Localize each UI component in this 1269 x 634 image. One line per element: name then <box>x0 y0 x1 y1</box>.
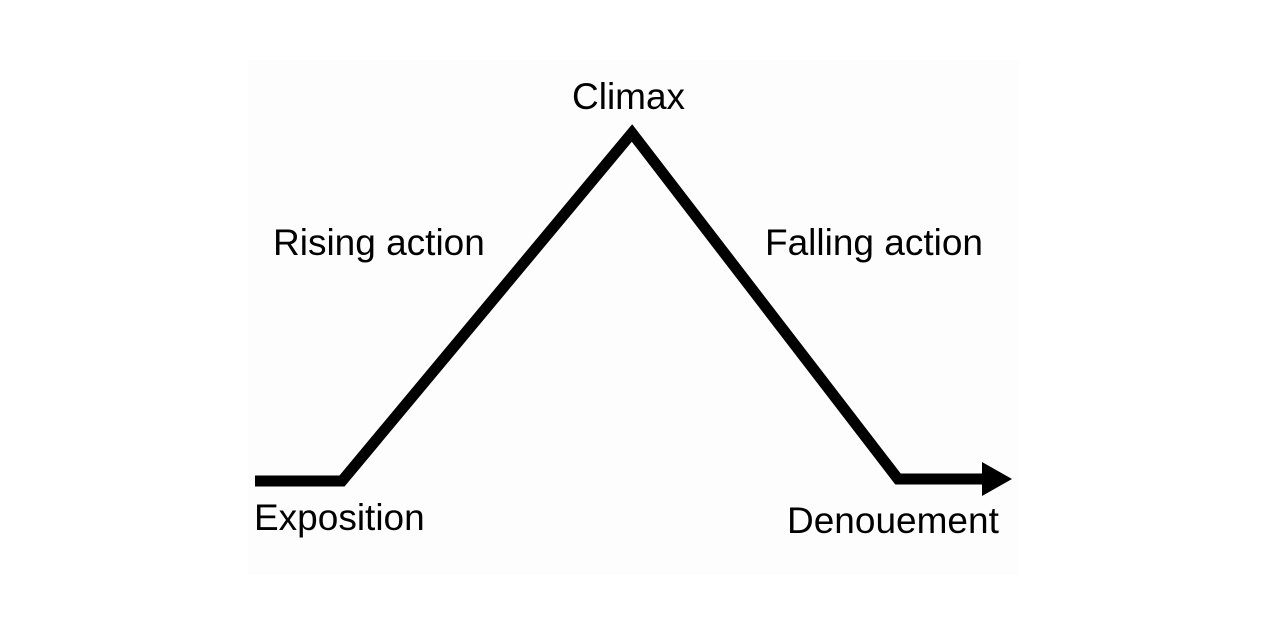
arrowhead-icon <box>982 462 1012 496</box>
plot-line <box>255 124 985 487</box>
rising-action-label: Rising action <box>273 222 485 263</box>
climax-label: Climax <box>572 76 686 117</box>
falling-action-label: Falling action <box>765 222 984 263</box>
diagram-background <box>248 60 1018 575</box>
denouement-label: Denouement <box>787 500 999 541</box>
exposition-label: Exposition <box>254 497 425 538</box>
